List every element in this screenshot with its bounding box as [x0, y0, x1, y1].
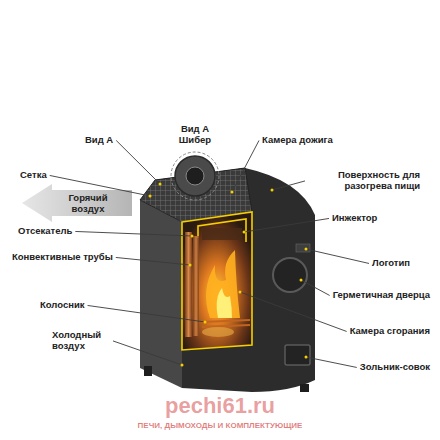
- ash-pan: [285, 345, 310, 365]
- leader-line: [88, 305, 205, 322]
- leader-dot: [191, 235, 194, 238]
- leader-line: [306, 357, 357, 367]
- afterburn-chamber: [198, 219, 246, 242]
- hot-air-arrow: [22, 184, 132, 222]
- stove-leg: [300, 384, 309, 392]
- view-label: Вид А Шибер: [172, 124, 218, 146]
- part-label: Отсекатель: [18, 226, 72, 237]
- flame: [217, 288, 232, 318]
- leader-dot: [243, 231, 246, 234]
- combustion-chamber: [182, 212, 252, 350]
- leader-dot: [271, 189, 274, 192]
- view-outline: [171, 152, 219, 200]
- convection-tube: [185, 232, 192, 337]
- leader-dot: [149, 195, 152, 198]
- leader-line: [272, 181, 305, 190]
- afterburn-space: [202, 228, 242, 240]
- leader-dot: [231, 191, 234, 194]
- part-label: Герметичная дверца: [333, 290, 430, 301]
- leader-line: [301, 280, 330, 295]
- watermark: ПЕЧИ, ДЫМОХОДЫ И КОМПЛЕКТУЮЩИЕ: [138, 421, 303, 430]
- stove-side: [140, 200, 182, 388]
- part-label: Камера дожига: [262, 135, 333, 146]
- airflow-label: Горячий воздух: [58, 193, 118, 215]
- leader-line: [75, 231, 192, 236]
- leader-dot: [305, 356, 308, 359]
- logo-plate: [296, 244, 310, 252]
- embers: [202, 327, 234, 337]
- grate: [202, 320, 250, 327]
- part-label: Инжектор: [332, 213, 377, 224]
- damper-plate: [186, 167, 204, 185]
- leader-line: [306, 249, 369, 263]
- leader-dot: [239, 291, 242, 294]
- leader-dot: [300, 279, 303, 282]
- leader-dot: [181, 364, 184, 367]
- part-label: Зольник-совок: [360, 362, 430, 373]
- leader-dot: [159, 183, 162, 186]
- part-label: Логотип: [372, 258, 410, 269]
- leader-line: [116, 140, 160, 184]
- damper-view: [175, 156, 215, 196]
- part-label: Колосник: [40, 300, 85, 311]
- part-label: Сетка: [20, 170, 47, 181]
- leader-line: [240, 292, 347, 331]
- leader-dot: [305, 248, 308, 251]
- part-label: Поверхность для разогрева пищи: [308, 170, 420, 192]
- leader-line: [232, 140, 259, 192]
- part-label: Вид А: [85, 135, 113, 146]
- leader-line: [113, 341, 182, 365]
- airflow-label: Холодный воздух: [52, 330, 110, 352]
- stove-leg: [144, 366, 152, 376]
- leader-line: [116, 257, 190, 265]
- leader-dot: [204, 321, 207, 324]
- leader-dot: [189, 264, 192, 267]
- part-label: Камера сгорания: [350, 326, 430, 337]
- leader-line: [244, 218, 329, 232]
- sealed-door: [273, 258, 307, 292]
- watermark: pechi61.ru: [165, 393, 275, 418]
- part-label: Конвективные трубы: [12, 252, 113, 263]
- flame: [206, 250, 240, 318]
